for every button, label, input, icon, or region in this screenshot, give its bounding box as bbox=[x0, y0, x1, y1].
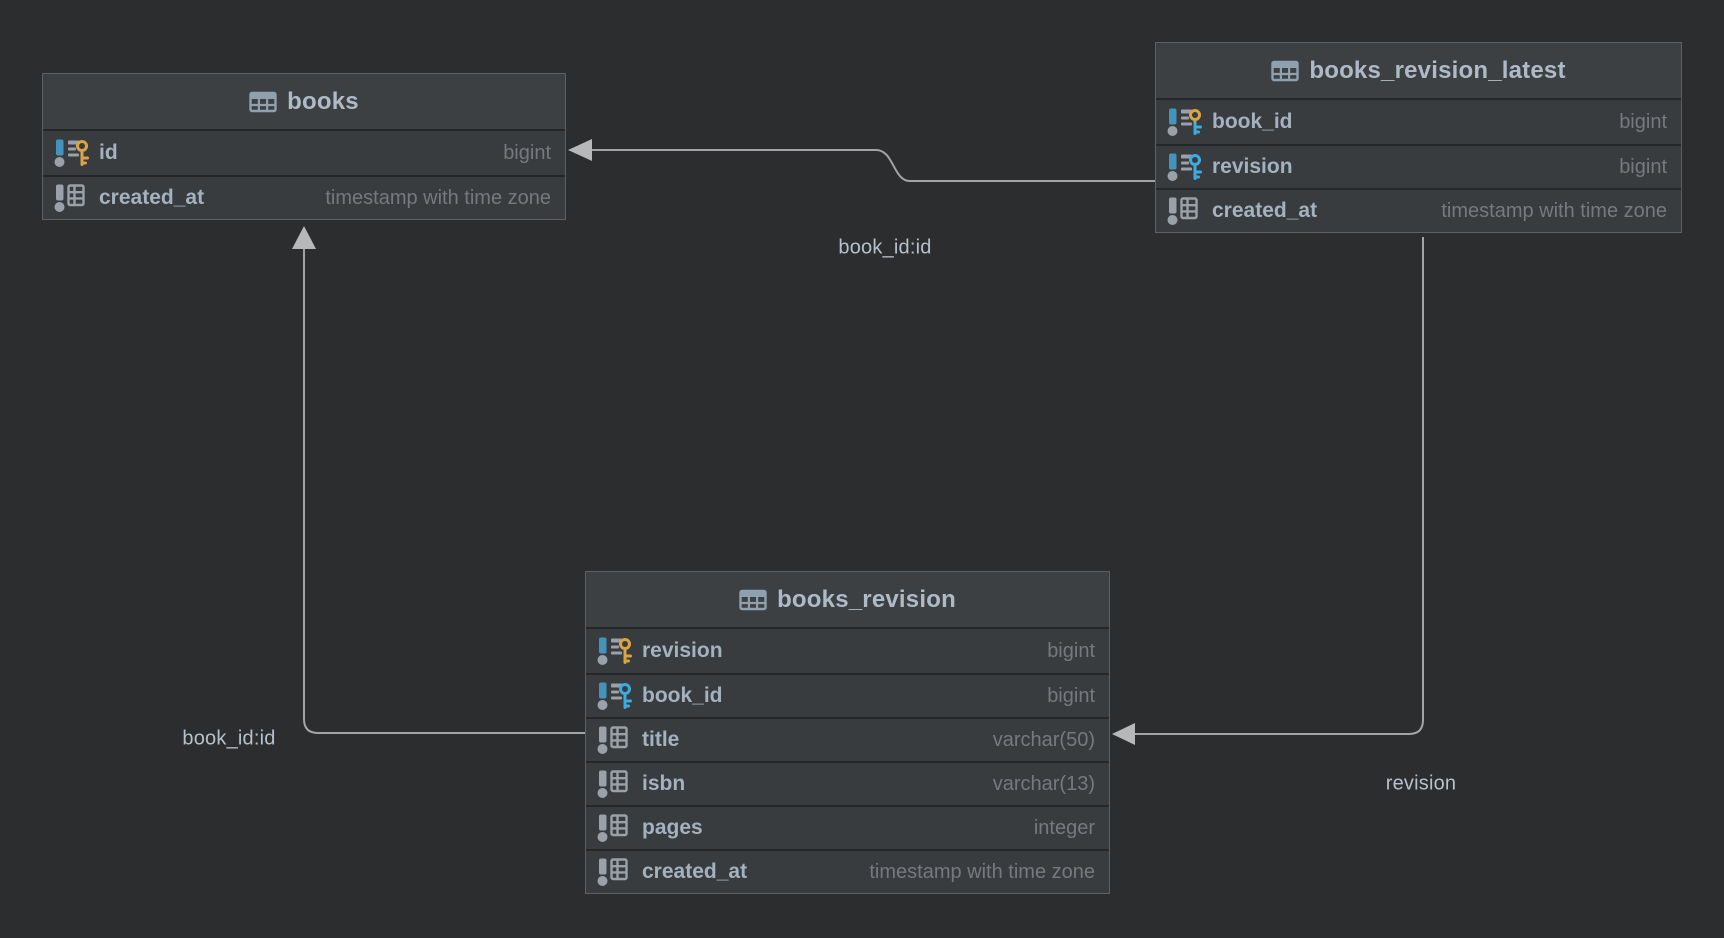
column-name: isbn bbox=[642, 772, 686, 795]
table-icon bbox=[249, 91, 277, 112]
column-type: timestamp with time zone bbox=[869, 860, 1095, 883]
column-row[interactable]: revision bigint bbox=[586, 629, 1109, 673]
edge-label: revision bbox=[1385, 772, 1457, 795]
primary-key-icon bbox=[597, 637, 632, 665]
table-header[interactable]: books_revision bbox=[586, 572, 1109, 629]
arrowhead-icon bbox=[292, 226, 316, 249]
column-row[interactable]: id bigint bbox=[43, 131, 565, 175]
column-row[interactable]: book_id bigint bbox=[586, 673, 1109, 717]
column-row[interactable]: book_id bigint bbox=[1156, 100, 1681, 144]
column-type: timestamp with time zone bbox=[1441, 199, 1667, 222]
column-name: book_id bbox=[642, 684, 723, 707]
table-title: books_revision bbox=[777, 585, 956, 613]
column-name: book_id bbox=[1212, 110, 1293, 133]
column-icon bbox=[1166, 196, 1198, 226]
column-row[interactable]: created_at timestamp with time zone bbox=[43, 175, 565, 219]
column-name: title bbox=[642, 728, 680, 751]
column-type: integer bbox=[1033, 816, 1095, 839]
column-type: bigint bbox=[1047, 684, 1095, 707]
column-row[interactable]: revision bigint bbox=[1156, 144, 1681, 188]
primary-foreign-key-icon bbox=[1167, 108, 1202, 136]
table-title: books_revision_latest bbox=[1309, 56, 1566, 84]
column-row[interactable]: isbn varchar(13) bbox=[586, 761, 1109, 805]
table-header[interactable]: books_revision_latest bbox=[1156, 43, 1681, 100]
column-icon bbox=[596, 769, 628, 799]
foreign-key-icon bbox=[1167, 153, 1202, 181]
edge-label: book_id:id bbox=[182, 727, 276, 750]
arrowhead-icon bbox=[568, 139, 592, 161]
column-icon bbox=[53, 183, 85, 213]
arrowhead-icon bbox=[1112, 723, 1135, 745]
column-type: varchar(13) bbox=[992, 772, 1095, 795]
column-type: timestamp with time zone bbox=[325, 186, 551, 209]
column-row[interactable]: title varchar(50) bbox=[586, 717, 1109, 761]
column-name: revision bbox=[642, 639, 723, 662]
table-icon bbox=[739, 589, 767, 610]
column-name: created_at bbox=[642, 860, 748, 883]
table-books[interactable]: books id bigint created_at timestamp wit… bbox=[42, 73, 566, 220]
column-row[interactable]: pages integer bbox=[586, 805, 1109, 849]
column-type: bigint bbox=[1047, 639, 1095, 662]
table-books-revision-latest[interactable]: books_revision_latest book_id bigint rev… bbox=[1155, 42, 1682, 233]
column-name: revision bbox=[1212, 155, 1293, 178]
table-header[interactable]: books bbox=[43, 74, 565, 131]
table-icon bbox=[1271, 60, 1300, 81]
foreign-key-icon bbox=[597, 682, 632, 710]
column-icon bbox=[596, 813, 628, 843]
table-books-revision[interactable]: books_revision revision bigint book_id b… bbox=[585, 571, 1110, 894]
edge-books-revision-book-id-to-books-id[interactable] bbox=[303, 249, 585, 734]
column-icon bbox=[596, 725, 628, 755]
column-type: bigint bbox=[503, 141, 551, 164]
column-name: created_at bbox=[99, 186, 205, 209]
column-name: id bbox=[99, 141, 118, 164]
column-type: bigint bbox=[1619, 110, 1667, 133]
column-type: varchar(50) bbox=[992, 728, 1095, 751]
column-type: bigint bbox=[1619, 155, 1667, 178]
column-name: created_at bbox=[1212, 199, 1318, 222]
column-icon bbox=[596, 857, 628, 887]
column-row[interactable]: created_at timestamp with time zone bbox=[1156, 188, 1681, 232]
edge-label: book_id:id bbox=[838, 236, 932, 259]
edge-books-revision-latest-book-id-to-books-id[interactable] bbox=[592, 149, 1155, 182]
primary-key-icon bbox=[54, 139, 89, 167]
edge-books-revision-latest-revision-to-books-revision[interactable] bbox=[1135, 237, 1424, 735]
column-row[interactable]: created_at timestamp with time zone bbox=[586, 849, 1109, 893]
table-title: books bbox=[287, 87, 359, 115]
column-name: pages bbox=[642, 816, 703, 839]
